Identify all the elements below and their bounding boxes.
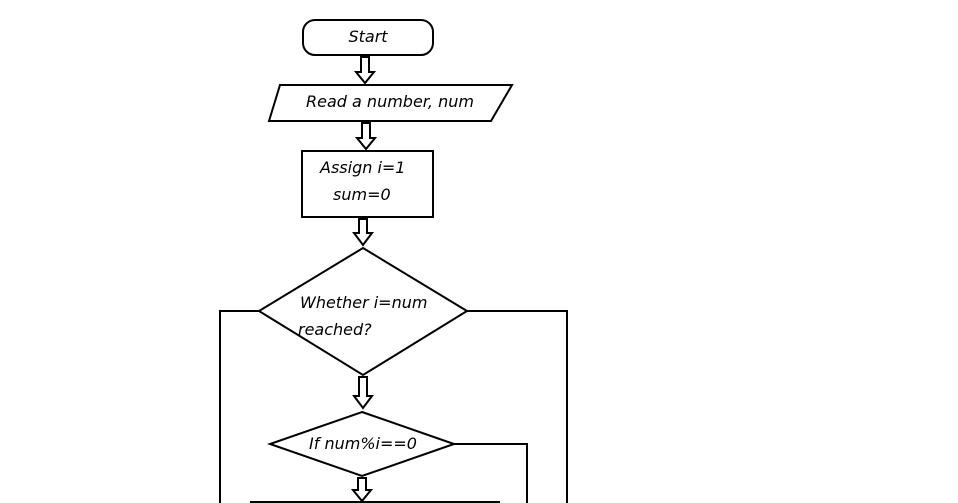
arrow-read-to-assign	[354, 122, 378, 151]
read-number-node-shape	[267, 84, 514, 122]
read-number-node: Read a number, num	[267, 84, 514, 122]
start-node: Start	[302, 19, 434, 56]
mod-check-node-label: If num%i==0	[309, 434, 417, 453]
loop-check-left-connector	[219, 310, 259, 503]
start-node-shape	[302, 19, 434, 56]
mod-check-node: If num%i==0	[266, 410, 458, 478]
mod-check-right-connector	[454, 443, 528, 503]
loop-check-node-line2: reached?	[298, 320, 372, 339]
loop-check-node-line1: Whether i=num	[300, 293, 427, 312]
arrow-start-to-read	[353, 56, 377, 85]
mod-check-node-shape	[266, 410, 458, 478]
assign-node-shape	[301, 150, 434, 218]
arrow-mod-check-to-next	[350, 477, 374, 503]
loop-check-node-shape	[257, 246, 469, 377]
assign-node: Assign i=1 sum=0	[301, 150, 434, 218]
loop-check-node: Whether i=num reached?	[257, 246, 469, 377]
arrow-assign-to-loop-check	[352, 218, 374, 247]
assign-node-line2: sum=0	[333, 185, 391, 204]
start-node-label: Start	[348, 27, 388, 46]
read-number-node-label: Read a number, num	[306, 92, 474, 111]
arrow-loop-to-mod-check	[352, 376, 374, 410]
assign-node-line1: Assign i=1	[319, 158, 405, 177]
loop-check-right-connector	[467, 310, 568, 503]
